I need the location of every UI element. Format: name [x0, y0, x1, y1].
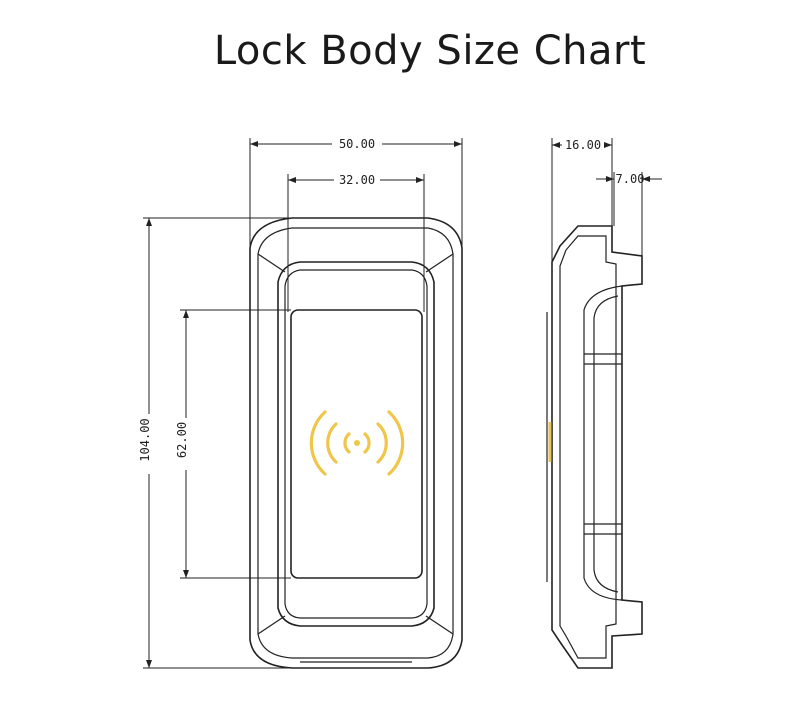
- dim-label-50: 50.00: [339, 137, 375, 151]
- dim-height-reader: 62.00: [175, 309, 291, 579]
- dim-front-width-outer: 50.00: [249, 137, 463, 248]
- nfc-wave-icon: [309, 410, 405, 476]
- dim-label-104: 104.00: [138, 418, 152, 461]
- page-title: Lock Body Size Chart: [213, 28, 647, 74]
- front-view: [249, 217, 463, 669]
- front-body-bevel: [257, 227, 454, 659]
- dim-label-32: 32.00: [339, 173, 375, 187]
- dim-front-width-inner: 32.00: [287, 173, 425, 312]
- dim-label-16: 16.00: [565, 138, 601, 152]
- dim-side-offset: 7.00: [596, 172, 662, 256]
- front-face: [277, 261, 435, 627]
- side-view: [546, 225, 643, 669]
- side-body: [551, 225, 643, 669]
- front-body-outer: [249, 217, 463, 669]
- dim-height-total: 104.00: [138, 217, 292, 669]
- dim-label-7: 7.00: [616, 172, 645, 186]
- dim-side-depth: 16.00: [551, 138, 613, 262]
- reader-window: [290, 309, 423, 579]
- dim-label-62: 62.00: [175, 422, 189, 458]
